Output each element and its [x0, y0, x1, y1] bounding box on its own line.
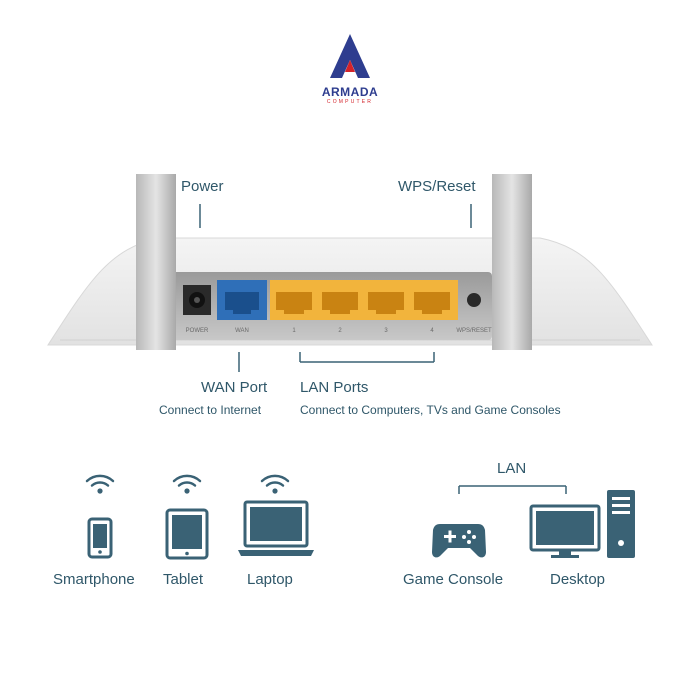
antenna-right [492, 174, 532, 350]
desktop-label: Desktop [550, 571, 606, 588]
armada-logo-icon [330, 34, 370, 78]
panel-label-lan-4: 4 [430, 328, 434, 334]
antenna-left [136, 174, 176, 350]
reset-button-icon [467, 293, 481, 307]
panel-label-lan-2: 2 [338, 328, 342, 334]
lan-connection-line [458, 485, 567, 494]
tablet-icon [165, 508, 209, 560]
wan-port-icon [217, 280, 267, 320]
game-console-icon [432, 524, 486, 558]
logo-name: ARMADA [321, 85, 379, 99]
panel-label-lan-1: 1 [292, 328, 296, 334]
game-console-label: Game Console [403, 571, 504, 588]
desktop-icon [529, 490, 635, 558]
wan-port-description: Connect to Internet [159, 403, 262, 417]
wifi-icon [85, 474, 115, 494]
wps-reset-pointer-line [470, 204, 472, 228]
wifi-icon [172, 474, 202, 494]
lan-ports-callout: LAN Ports [300, 379, 369, 396]
laptop-icon [238, 500, 314, 556]
lan-ports-description: Connect to Computers, TVs and Game Conso… [300, 403, 561, 417]
lan-ports-icon [270, 280, 458, 320]
lan-bracket-line [299, 352, 435, 363]
smartphone-icon [87, 517, 113, 559]
power-jack [183, 285, 211, 315]
smartphone-label: Smartphone [53, 571, 135, 588]
panel-label-reset: WPS/RESET [456, 328, 492, 334]
laptop-label: Laptop [247, 571, 293, 588]
wps-reset-callout: WPS/Reset [398, 178, 476, 195]
panel-label-power: POWER [186, 328, 209, 334]
power-callout: Power [181, 178, 224, 195]
panel-label-lan-3: 3 [384, 328, 388, 334]
panel-label-wan: WAN [235, 328, 249, 334]
wan-pointer-line [238, 352, 240, 372]
tablet-label: Tablet [163, 571, 204, 588]
router-illustration: POWER WAN 1 2 3 4 WPS/RESET [47, 174, 653, 350]
lan-label: LAN [497, 460, 527, 477]
wan-port-callout: WAN Port [201, 379, 268, 396]
wifi-icon [260, 474, 290, 494]
power-pointer-line [199, 204, 201, 228]
armada-logo: ARMADA COMPUTER [312, 32, 388, 105]
logo-tagline: COMPUTER [326, 99, 374, 105]
